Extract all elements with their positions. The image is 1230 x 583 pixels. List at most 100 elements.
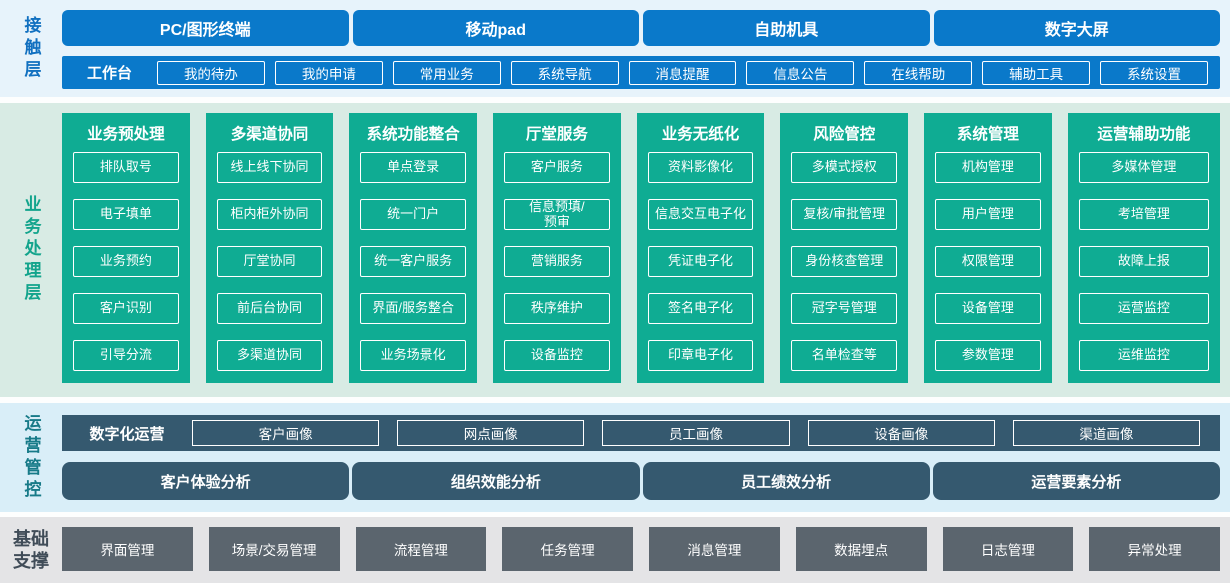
analysis-operation-elements: 运营要素分析 [932,462,1220,500]
business-item: 业务预约 [73,246,179,277]
business-column-title: 运营辅助功能 [1097,126,1191,143]
business-item: 线上线下协同 [216,152,323,183]
band-gap [0,512,1230,517]
business-column-preprocessing: 业务预处理 排队取号 电子填单 业务预约 客户识别 引导分流 [62,113,190,383]
business-item: 柜内柜外协同 [216,199,323,230]
foundation-layer-band: 基础支撑 界面管理 场景/交易管理 流程管理 任务管理 消息管理 数据埋点 日志… [0,517,1230,583]
business-item: 电子填单 [73,199,179,230]
contact-layer-label: 接触层 [21,15,41,82]
terminal-digital-screen: 数字大屏 [933,10,1220,46]
workbench-item-announcements: 信息公告 [746,60,855,85]
profile-employee: 员工画像 [602,420,790,446]
foundation-ui-management: 界面管理 [62,527,193,571]
business-item: 排队取号 [73,152,179,183]
business-item: 前后台协同 [216,293,323,324]
business-item: 冠字号管理 [791,293,898,324]
contact-layer-band: 接触层 PC/图形终端 移动pad 自助机具 数字大屏 工作台 我的待办 我的申… [0,0,1230,97]
business-item: 设备管理 [935,293,1041,324]
business-item: 秩序维护 [504,293,610,324]
analysis-employee-performance: 员工绩效分析 [642,462,930,500]
business-column-items: 排队取号 电子填单 业务预约 客户识别 引导分流 [70,152,182,371]
business-column-items: 多媒体管理 考培管理 故障上报 运营监控 运维监控 [1076,152,1212,371]
workbench-item-my-todo: 我的待办 [157,60,265,85]
business-item: 权限管理 [935,246,1041,277]
business-column-multichannel: 多渠道协同 线上线下协同 柜内柜外协同 厅堂协同 前后台协同 多渠道协同 [205,113,334,383]
business-column-title: 业务预处理 [87,126,165,143]
workbench-item-system-settings: 系统设置 [1100,60,1209,85]
operations-layer-band: 运营管控 数字化运营 客户画像 网点画像 员工画像 设备画像 渠道画像 客户体验… [0,403,1230,512]
business-item: 多媒体管理 [1078,152,1209,183]
foundation-items: 界面管理 场景/交易管理 流程管理 任务管理 消息管理 数据埋点 日志管理 异常… [62,527,1220,571]
operations-layer-label: 运营管控 [21,413,41,502]
workbench-item-my-applications: 我的申请 [274,60,383,85]
business-item: 客户服务 [504,152,610,183]
business-layer-label-column: 业务处理层 [0,103,62,397]
business-column-items: 机构管理 用户管理 权限管理 设备管理 参数管理 [932,152,1044,371]
business-column-title: 业务无纸化 [661,126,740,143]
workbench-item-system-navigation: 系统导航 [510,60,619,85]
business-column-lobby-service: 厅堂服务 客户服务 信息预填/ 预审 营销服务 秩序维护 设备监控 [493,113,621,383]
business-item: 多渠道协同 [216,340,323,371]
business-item: 考培管理 [1078,199,1209,230]
business-item: 机构管理 [935,152,1041,183]
foundation-data-tracking: 数据埋点 [795,527,927,571]
profile-items: 客户画像 网点画像 员工画像 设备画像 渠道画像 [192,420,1220,446]
digital-operations-label: 数字化运营 [89,425,165,443]
band-gap [0,97,1230,103]
business-item: 营销服务 [504,246,610,277]
workbench-bar: 工作台 我的待办 我的申请 常用业务 系统导航 消息提醒 信息公告 在线帮助 辅… [62,56,1220,89]
business-column-paperless: 业务无纸化 资料影像化 信息交互电子化 凭证电子化 签名电子化 印章电子化 [636,113,765,383]
business-item: 统一门户 [360,199,467,230]
foundation-log-management: 日志管理 [942,527,1074,571]
business-item: 引导分流 [73,340,179,371]
terminal-self-service: 自助机具 [643,10,930,46]
business-column-risk-control: 风险管控 多模式授权 复核/审批管理 身份核查管理 冠字号管理 名单检查等 [780,113,909,383]
workbench-label: 工作台 [86,65,132,82]
business-item: 客户识别 [73,293,179,324]
business-column-items: 多模式授权 复核/审批管理 身份核查管理 冠字号管理 名单检查等 [788,152,900,371]
business-layer-content: 业务预处理 排队取号 电子填单 业务预约 客户识别 引导分流 多渠道协同 线上线… [62,103,1230,397]
foundation-scene-transaction-management: 场景/交易管理 [208,527,340,571]
profile-customer: 客户画像 [192,420,380,446]
terminal-mobile-pad: 移动pad [352,10,639,46]
business-column-title: 厅堂服务 [525,126,588,143]
workbench-item-online-help: 在线帮助 [864,60,973,85]
business-item: 资料影像化 [647,152,754,183]
foundation-layer-label-column: 基础支撑 [0,517,62,583]
business-column-items: 资料影像化 信息交互电子化 凭证电子化 签名电子化 印章电子化 [645,152,757,371]
business-column-system-management: 系统管理 机构管理 用户管理 权限管理 设备管理 参数管理 [924,113,1052,383]
operations-layer-label-column: 运营管控 [0,403,62,512]
business-column-title: 多渠道协同 [230,126,309,143]
business-item: 业务场景化 [360,340,467,371]
business-item: 运维监控 [1078,340,1209,371]
analysis-customer-experience: 客户体验分析 [62,462,350,500]
business-item: 参数管理 [935,340,1041,371]
business-layer-label: 业务处理层 [21,195,41,305]
business-item: 统一客户服务 [360,246,467,277]
business-item: 凭证电子化 [647,246,754,277]
business-column-title: 风险管控 [813,126,876,143]
business-item: 信息交互电子化 [647,199,754,230]
contact-layer-content: PC/图形终端 移动pad 自助机具 数字大屏 工作台 我的待办 我的申请 常用… [62,0,1230,97]
business-item: 运营监控 [1078,293,1209,324]
business-column-items: 单点登录 统一门户 统一客户服务 界面/服务整合 业务场景化 [357,152,469,371]
profile-branch: 网点画像 [397,420,585,446]
profile-device: 设备画像 [807,420,995,446]
business-item: 信息预填/ 预审 [504,199,610,230]
business-column-ops-aux-functions: 运营辅助功能 多媒体管理 考培管理 故障上报 运营监控 运维监控 [1067,113,1220,383]
business-column-title: 系统管理 [956,126,1019,143]
business-item: 界面/服务整合 [360,293,467,324]
analysis-org-efficiency: 组织效能分析 [352,462,640,500]
business-column-items: 线上线下协同 柜内柜外协同 厅堂协同 前后台协同 多渠道协同 [214,152,326,371]
business-item: 多模式授权 [791,152,898,183]
workbench-item-message-alerts: 消息提醒 [628,60,737,85]
analysis-row: 客户体验分析 组织效能分析 员工绩效分析 运营要素分析 [62,462,1220,500]
foundation-process-management: 流程管理 [355,527,487,571]
business-item: 身份核查管理 [791,246,898,277]
business-item: 厅堂协同 [216,246,323,277]
business-item: 名单检查等 [791,340,898,371]
business-columns: 业务预处理 排队取号 电子填单 业务预约 客户识别 引导分流 多渠道协同 线上线… [62,113,1220,383]
business-item: 设备监控 [504,340,610,371]
business-item: 复核/审批管理 [791,199,898,230]
workbench-items: 我的待办 我的申请 常用业务 系统导航 消息提醒 信息公告 在线帮助 辅助工具 … [157,60,1220,85]
